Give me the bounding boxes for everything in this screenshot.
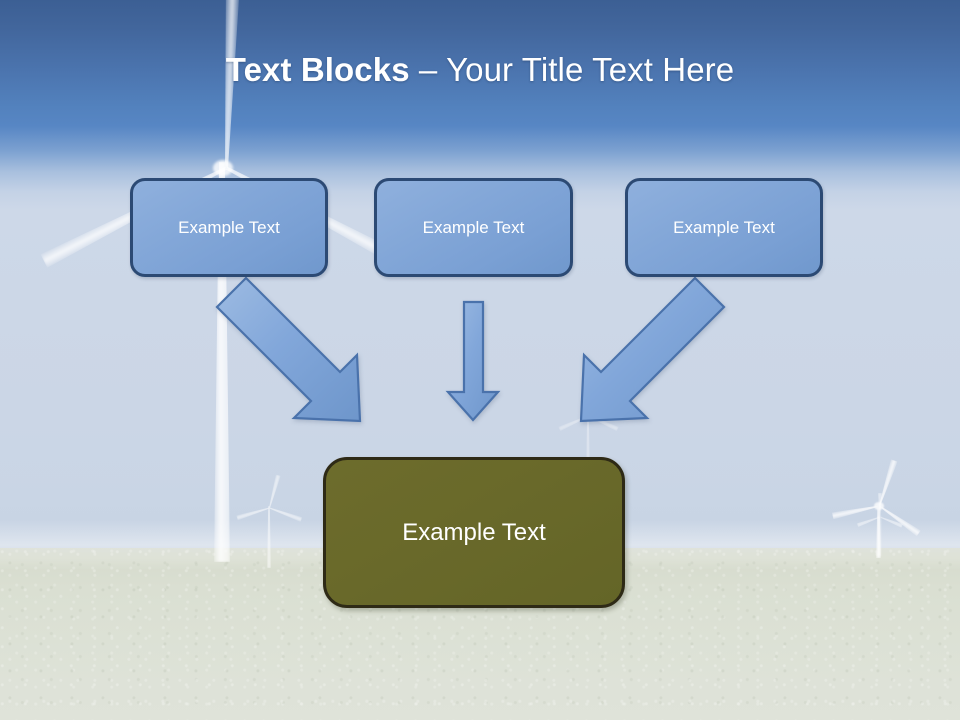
wind-turbine-right-icon <box>816 462 936 567</box>
text-block-1-label: Example Text <box>178 217 280 237</box>
wind-turbine-mid-icon <box>232 482 312 572</box>
text-block-3[interactable]: Example Text <box>625 178 823 277</box>
slide-title-rest: Your Title Text Here <box>446 51 735 88</box>
wind-turbine-distant-right-icon <box>846 500 916 560</box>
slide-title: Text Blocks – Your Title Text Here <box>0 50 960 90</box>
text-block-result-label: Example Text <box>402 518 546 546</box>
text-block-3-label: Example Text <box>673 217 775 237</box>
text-block-1[interactable]: Example Text <box>130 178 328 277</box>
text-block-result[interactable]: Example Text <box>323 457 625 608</box>
text-block-2[interactable]: Example Text <box>374 178 573 277</box>
slide-title-separator: – <box>409 51 447 88</box>
wind-turbine-distant-center-icon <box>556 392 626 472</box>
slide-title-strong: Text Blocks <box>225 51 410 88</box>
text-block-2-label: Example Text <box>422 217 525 237</box>
